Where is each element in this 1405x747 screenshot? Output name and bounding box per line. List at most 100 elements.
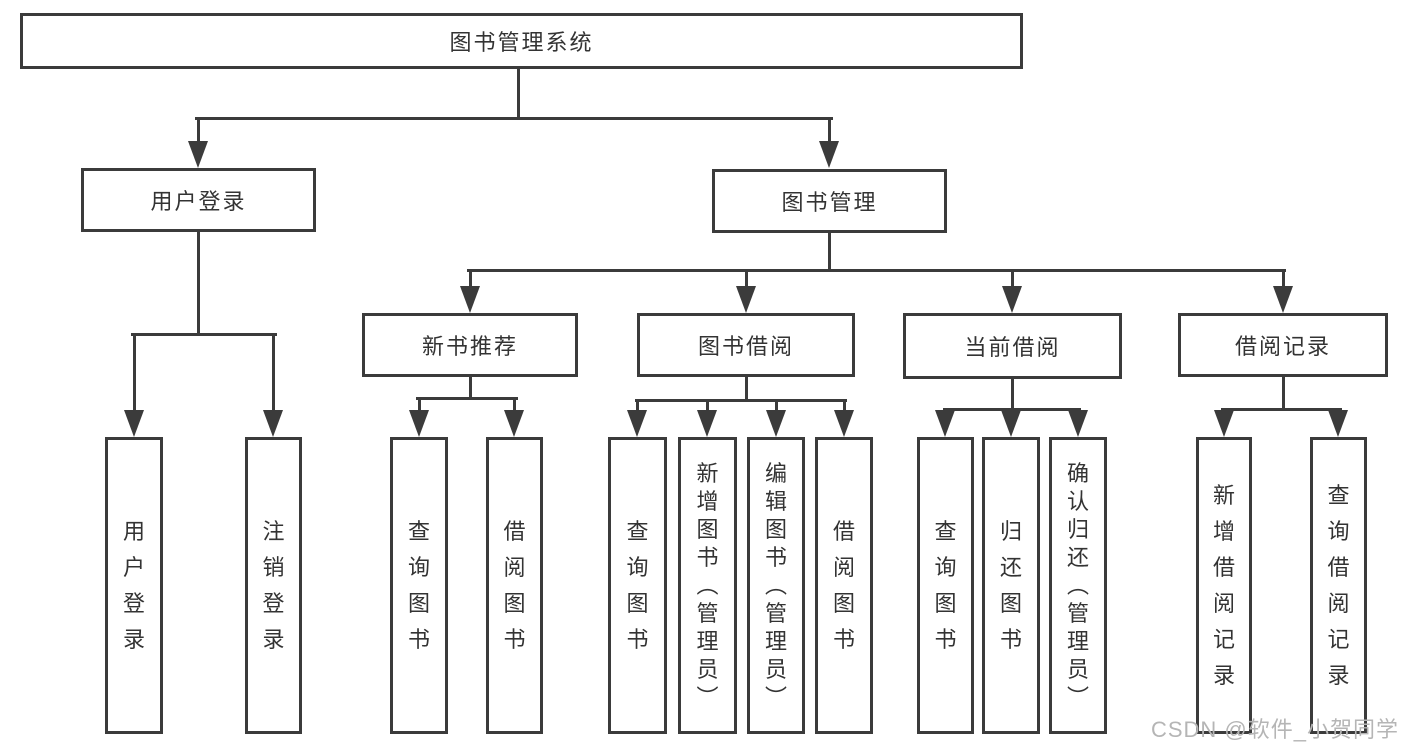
node-current-borrowing: 当前借阅 [903, 313, 1122, 379]
connector-line [271, 334, 275, 413]
node-leaf-borrow-books-2: 借阅图书 [815, 437, 873, 734]
vertical-label-char: ︶ [696, 684, 719, 710]
vertical-label-char: 书 [626, 626, 649, 652]
node-leaf-borrow-books-1: 借阅图书 [486, 437, 543, 734]
arrow-down-icon [263, 410, 283, 437]
node-leaf-add-book-admin: 新增图书︵管理员︶ [678, 437, 737, 734]
vertical-label-char: 书 [999, 626, 1022, 652]
vertical-label-char: 员 [764, 656, 787, 682]
connector-line [1281, 270, 1285, 289]
node-root: 图书管理系统 [20, 13, 1023, 69]
vertical-label-char: 员 [696, 656, 719, 682]
vertical-label-char: 书 [934, 626, 957, 652]
vertical-label-char: 借 [503, 518, 526, 544]
vertical-label-char: 理 [764, 628, 787, 654]
vertical-label-char: 书 [696, 544, 719, 570]
vertical-label-char: 编 [764, 460, 787, 486]
node-leaf-query-books-2: 查询图书 [608, 437, 667, 734]
vertical-label-char: 注 [262, 518, 285, 544]
arrow-down-icon [1002, 286, 1022, 313]
watermark: CSDN @软件_小贺同学 [1150, 717, 1399, 742]
vertical-label-char: 新 [696, 460, 719, 486]
node-leaf-query-books-3: 查询图书 [917, 437, 974, 734]
connector-line [842, 400, 846, 413]
vertical-label-char: 图 [503, 590, 526, 616]
arrow-down-icon [1273, 286, 1293, 313]
connector-line [466, 268, 1286, 272]
vertical-label-char: 辑 [764, 488, 787, 514]
vertical-label-char: 书 [503, 626, 526, 652]
vertical-label-char: 阅 [1212, 590, 1235, 616]
vertical-label-char: 登 [262, 590, 285, 616]
vertical-label-char: 借 [832, 518, 855, 544]
vertical-label-char: 查 [626, 518, 649, 544]
connector-line [468, 270, 472, 289]
vertical-label-char: 认 [1066, 488, 1089, 514]
node-leaf-logout: 注销登录 [245, 437, 302, 734]
vertical-label-char: 管 [764, 600, 787, 626]
vertical-label-char: 记 [1327, 626, 1350, 652]
node-leaf-query-borrow-record: 查询借阅记录 [1310, 437, 1367, 734]
vertical-label-char: ︶ [764, 684, 787, 710]
connector-line [1220, 407, 1342, 411]
connector-line [827, 233, 831, 270]
connector-line [415, 396, 518, 400]
arrow-down-icon [736, 286, 756, 313]
node-leaf-confirm-return-admin: 确认归还︵管理员︶ [1049, 437, 1107, 734]
vertical-label-char: 员 [1066, 656, 1089, 682]
vertical-label-char: 户 [122, 554, 145, 580]
node-leaf-user-login: 用户登录 [105, 437, 163, 734]
node-user-login: 用户登录 [81, 168, 316, 232]
vertical-label-char: 理 [1066, 628, 1089, 654]
vertical-label-char: 增 [696, 488, 719, 514]
vertical-label-char: 录 [122, 626, 145, 652]
vertical-label-char: 查 [934, 518, 957, 544]
connector-line [635, 400, 639, 413]
vertical-label-char: 图 [999, 590, 1022, 616]
connector-line [194, 116, 833, 120]
vertical-label-char: 书 [407, 626, 430, 652]
connector-line [516, 69, 520, 118]
connector-line [705, 400, 709, 413]
vertical-label-char: 询 [1327, 518, 1350, 544]
connector-line [1010, 377, 1014, 409]
connector-line [417, 398, 421, 413]
node-leaf-edit-book-admin: 编辑图书︵管理员︶ [747, 437, 805, 734]
vertical-label-char: 管 [1066, 600, 1089, 626]
arrow-down-icon [1328, 410, 1348, 437]
vertical-label-char: 还 [999, 554, 1022, 580]
vertical-label-char: 图 [407, 590, 430, 616]
vertical-label-char: 理 [696, 628, 719, 654]
vertical-label-char: 阅 [503, 554, 526, 580]
node-book-borrowing: 图书借阅 [637, 313, 855, 377]
vertical-label-char: 归 [1066, 516, 1089, 542]
vertical-label-char: ︶ [1066, 684, 1089, 710]
vertical-label-char: 图 [832, 590, 855, 616]
connector-line [744, 270, 748, 289]
connector-line [774, 400, 778, 413]
vertical-label-char: 图 [626, 590, 649, 616]
vertical-label-char: 新 [1212, 482, 1235, 508]
vertical-label-char: 登 [122, 590, 145, 616]
connector-line [130, 332, 277, 336]
connector-line [744, 377, 748, 400]
vertical-label-char: ︵ [764, 572, 787, 598]
arrow-down-icon [819, 141, 839, 168]
node-borrowing-records: 借阅记录 [1178, 313, 1388, 377]
node-leaf-add-borrow-record: 新增借阅记录 [1196, 437, 1252, 734]
node-leaf-query-books-1: 查询图书 [390, 437, 448, 734]
connector-line [468, 377, 472, 398]
vertical-label-char: 图 [934, 590, 957, 616]
arrow-down-icon [460, 286, 480, 313]
vertical-label-char: 用 [122, 518, 145, 544]
arrow-down-icon [188, 141, 208, 168]
connector-line [132, 334, 136, 413]
arrow-down-icon [834, 410, 854, 437]
vertical-label-char: 询 [934, 554, 957, 580]
vertical-label-char: 查 [1327, 482, 1350, 508]
arrow-down-icon [504, 410, 524, 437]
arrow-down-icon [627, 410, 647, 437]
node-leaf-return-books: 归还图书 [982, 437, 1040, 734]
vertical-label-char: 图 [696, 516, 719, 542]
vertical-label-char: 录 [1212, 662, 1235, 688]
